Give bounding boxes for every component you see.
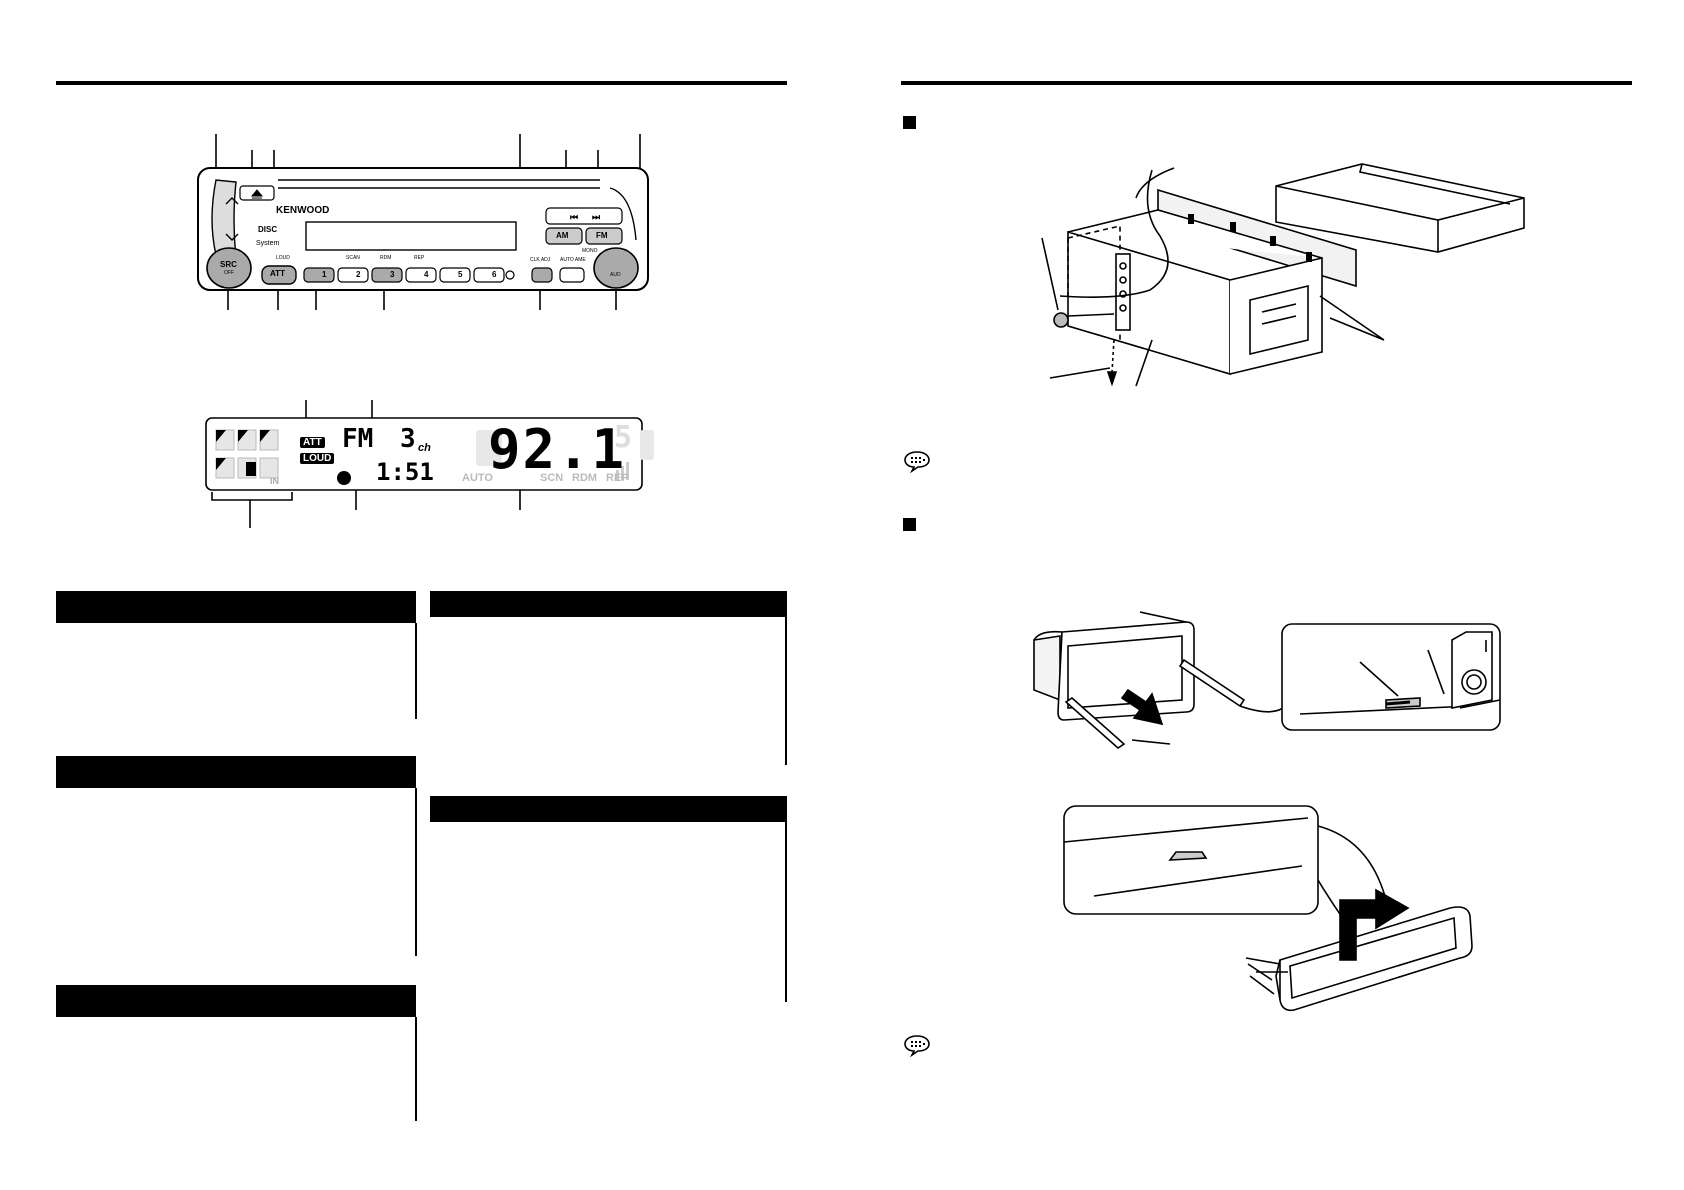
lcd-frequency: 92.1 [488, 418, 627, 481]
svg-text:⏮: ⏮ [570, 212, 578, 222]
rep-label: REP [414, 255, 425, 261]
section-rule-4 [785, 822, 787, 1002]
section-header-5 [56, 985, 416, 1017]
preset-6-button[interactable]: 6 [492, 270, 497, 279]
svg-text:⏭: ⏭ [592, 212, 601, 222]
lcd-in-label: IN [270, 476, 279, 486]
section-rule-1 [415, 623, 417, 719]
bullet-square-1 [903, 116, 916, 129]
auto-ame-label: AUTO AME [560, 257, 586, 263]
lcd-rdm-label: RDM [572, 472, 598, 484]
brand-logo: KENWOOD [276, 205, 330, 216]
section-header-2 [430, 591, 787, 617]
loud-label: LOUD [276, 255, 290, 261]
preset-2-button[interactable]: 2 [356, 270, 361, 279]
preset-4-button[interactable]: 4 [424, 270, 429, 279]
mono-label: MONO [582, 248, 598, 254]
section-rule-2 [785, 617, 787, 765]
scan-label: SCAN [346, 255, 360, 261]
lcd-scn-label: SCN [540, 472, 564, 484]
section-header-3 [56, 756, 416, 788]
lcd-preset: 3 [400, 424, 416, 454]
system-label: System [256, 240, 280, 247]
bullet-square-2 [903, 518, 916, 531]
section-header-4 [430, 796, 787, 822]
lcd-auto-label: AUTO [462, 472, 493, 484]
att-button[interactable]: ATT [270, 269, 285, 278]
fm-button[interactable]: FM [596, 231, 608, 240]
am-button[interactable]: AM [556, 231, 569, 240]
preset-5-button[interactable]: 5 [458, 270, 463, 279]
clk-adj-label: CLK ADJ [530, 257, 551, 263]
lcd-band: FM [342, 424, 374, 454]
left-page-top-rule [56, 81, 787, 85]
preset-3-button[interactable]: 3 [390, 270, 395, 279]
disc-logo: DISC [258, 225, 278, 234]
note-icon [904, 1035, 930, 1058]
lcd-ch-suffix: ch [418, 442, 431, 454]
section-header-1 [56, 591, 416, 623]
lcd-faint-digit: 5 [614, 420, 633, 455]
lcd-rep-label: REP [606, 472, 629, 484]
section-rule-3 [415, 788, 417, 956]
src-off-label: OFF [224, 270, 234, 276]
lcd-clock: 1:51 [376, 458, 434, 486]
right-page-top-rule [901, 81, 1632, 85]
lcd-loud-badge: LOUD [300, 453, 335, 464]
aud-label: AUD [610, 272, 621, 278]
preset-1-button[interactable]: 1 [322, 270, 327, 279]
lcd-att-badge: ATT [300, 437, 325, 448]
note-icon [904, 451, 930, 474]
src-button[interactable]: SRC [220, 260, 237, 269]
section-rule-5 [415, 1017, 417, 1121]
rdm-label: RDM [380, 255, 392, 261]
